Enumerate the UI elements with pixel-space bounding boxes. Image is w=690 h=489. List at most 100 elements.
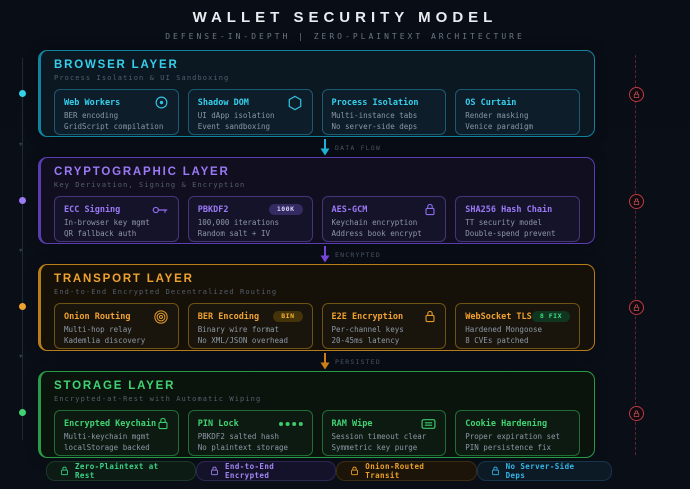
- card-title: PBKDF2: [197, 204, 229, 215]
- layer-title: BROWSER LAYER: [54, 59, 179, 71]
- card-detail: Symmetric key purge: [331, 442, 418, 452]
- card-detail: Keychain encryption: [331, 218, 418, 227]
- legend-pill: Onion-Routed Transit: [336, 461, 477, 481]
- card-detail: Random salt + IV: [197, 228, 270, 238]
- card-title: RAM Wipe: [331, 418, 373, 429]
- page-title: WALLET SECURITY MODEL: [192, 9, 498, 26]
- card-detail: Multi-instance tabs: [331, 111, 418, 120]
- card-detail: 100,000 iterations: [197, 218, 280, 227]
- connector-label: DATA FLOW: [335, 144, 382, 152]
- arrow-down-icon: [319, 139, 331, 160]
- card-detail: PIN persistence fix: [465, 442, 552, 452]
- card-title: OS Curtain: [465, 97, 517, 108]
- card-detail: Multi-keychain mgmt: [64, 432, 150, 441]
- card-detail: No XML/JSON overhead: [197, 335, 289, 345]
- layer-transport: TRANSPORT LAYER End-to-End Encrypted Dec…: [38, 264, 595, 351]
- hexagon-icon: [287, 95, 303, 111]
- card-title: E2E Encryption: [331, 311, 404, 322]
- card-detail: localStorage backed: [64, 442, 150, 452]
- legend-pill: Zero-Plaintext at Rest: [46, 461, 197, 481]
- card-detail: 20-45ms latency: [331, 335, 400, 345]
- arrow-down-icon: [319, 353, 331, 374]
- lock-icon: [424, 203, 436, 216]
- legend-label: End-to-End Encrypted: [225, 462, 275, 480]
- layer-title: CRYPTOGRAPHIC LAYER: [54, 166, 230, 178]
- lock-icon: [629, 406, 644, 421]
- rail-dot-transport: [19, 303, 26, 310]
- connector-label: ENCRYPTED: [335, 251, 382, 259]
- rail-dot-browser: [19, 90, 26, 97]
- card-badge: 100K: [268, 204, 303, 215]
- target-icon: [154, 95, 169, 110]
- lock-icon: [629, 194, 644, 209]
- card-detail: Multi-hop relay: [64, 325, 132, 334]
- card-title: PIN Lock: [197, 418, 239, 429]
- card-title: SHA256 Hash Chain: [465, 204, 553, 215]
- legend-pill: No Server-Side Deps: [476, 461, 612, 481]
- card-title: WebSocket TLS: [465, 311, 532, 322]
- card-detail: No plaintext storage: [197, 442, 289, 452]
- layer-title: STORAGE LAYER: [54, 380, 176, 392]
- card-detail: Render masking: [465, 111, 529, 120]
- card-detail: Double-spend prevent: [465, 228, 556, 238]
- layer-storage: STORAGE LAYER Encrypted-at-Rest with Aut…: [38, 371, 595, 458]
- card-detail: Per-channel keys: [331, 325, 404, 334]
- card-detail: Address book encrypt: [331, 228, 422, 238]
- rings-icon: [153, 309, 169, 325]
- layer-title: TRANSPORT LAYER: [54, 273, 194, 285]
- lock-icon: [629, 87, 644, 102]
- card-detail: UI dApp isolation: [197, 111, 275, 120]
- card-badge: BIN: [273, 311, 303, 322]
- card-detail: Hardened Mongoose: [465, 325, 543, 334]
- rail-dot-storage: [19, 409, 26, 416]
- card-detail: BER encoding: [64, 111, 119, 120]
- layer-subtitle: End-to-End Encrypted Decentralized Routi…: [54, 288, 278, 296]
- page-subtitle: DEFENSE-IN-DEPTH | ZERO-PLAINTEXT ARCHIT…: [165, 32, 525, 41]
- legend-label: Onion-Routed Transit: [365, 462, 425, 480]
- card-detail: Binary wire format: [197, 325, 280, 334]
- card-detail: Kademlia discovery: [64, 335, 146, 345]
- lock-icon: [491, 466, 500, 476]
- legend-pill: End-to-End Encrypted: [196, 461, 337, 481]
- layer-subtitle: Process Isolation & UI Sandboxing: [54, 74, 230, 82]
- layer-browser: BROWSER LAYER Process Isolation & UI San…: [38, 50, 595, 137]
- card-title: Shadow DOM: [197, 97, 249, 108]
- card-detail: 8 CVEs patched: [465, 335, 529, 345]
- lock-icon: [210, 466, 219, 476]
- card-badge: 8 FIX: [531, 311, 570, 322]
- lock-icon: [60, 466, 69, 476]
- layer-subtitle: Encrypted-at-Rest with Automatic Wiping: [54, 395, 262, 403]
- layer-stack: BROWSER LAYER Process Isolation & UI San…: [38, 50, 595, 458]
- card-detail: Event sandboxing: [197, 121, 270, 131]
- flow-connector: PERSISTED: [38, 351, 595, 371]
- layer-subtitle: Key Derivation, Signing & Encryption: [54, 181, 246, 189]
- rail-dot-cryptographic: [19, 197, 26, 204]
- legend: Zero-Plaintext at Rest End-to-End Encryp…: [46, 461, 612, 481]
- flow-connector: ENCRYPTED: [38, 244, 595, 264]
- header: WALLET SECURITY MODEL DEFENSE-IN-DEPTH |…: [0, 9, 690, 41]
- flow-connector: DATA FLOW: [38, 137, 595, 157]
- legend-label: No Server-Side Deps: [505, 462, 575, 480]
- card-detail: In-browser key mgmt: [64, 218, 150, 227]
- lock-icon: [350, 466, 359, 476]
- card-title: ECC Signing: [64, 204, 121, 215]
- flow-rail-line: [22, 58, 23, 440]
- dots-icon: [277, 420, 303, 428]
- card-detail: GridScript compilation: [64, 121, 164, 131]
- card-title: Process Isolation: [331, 97, 419, 108]
